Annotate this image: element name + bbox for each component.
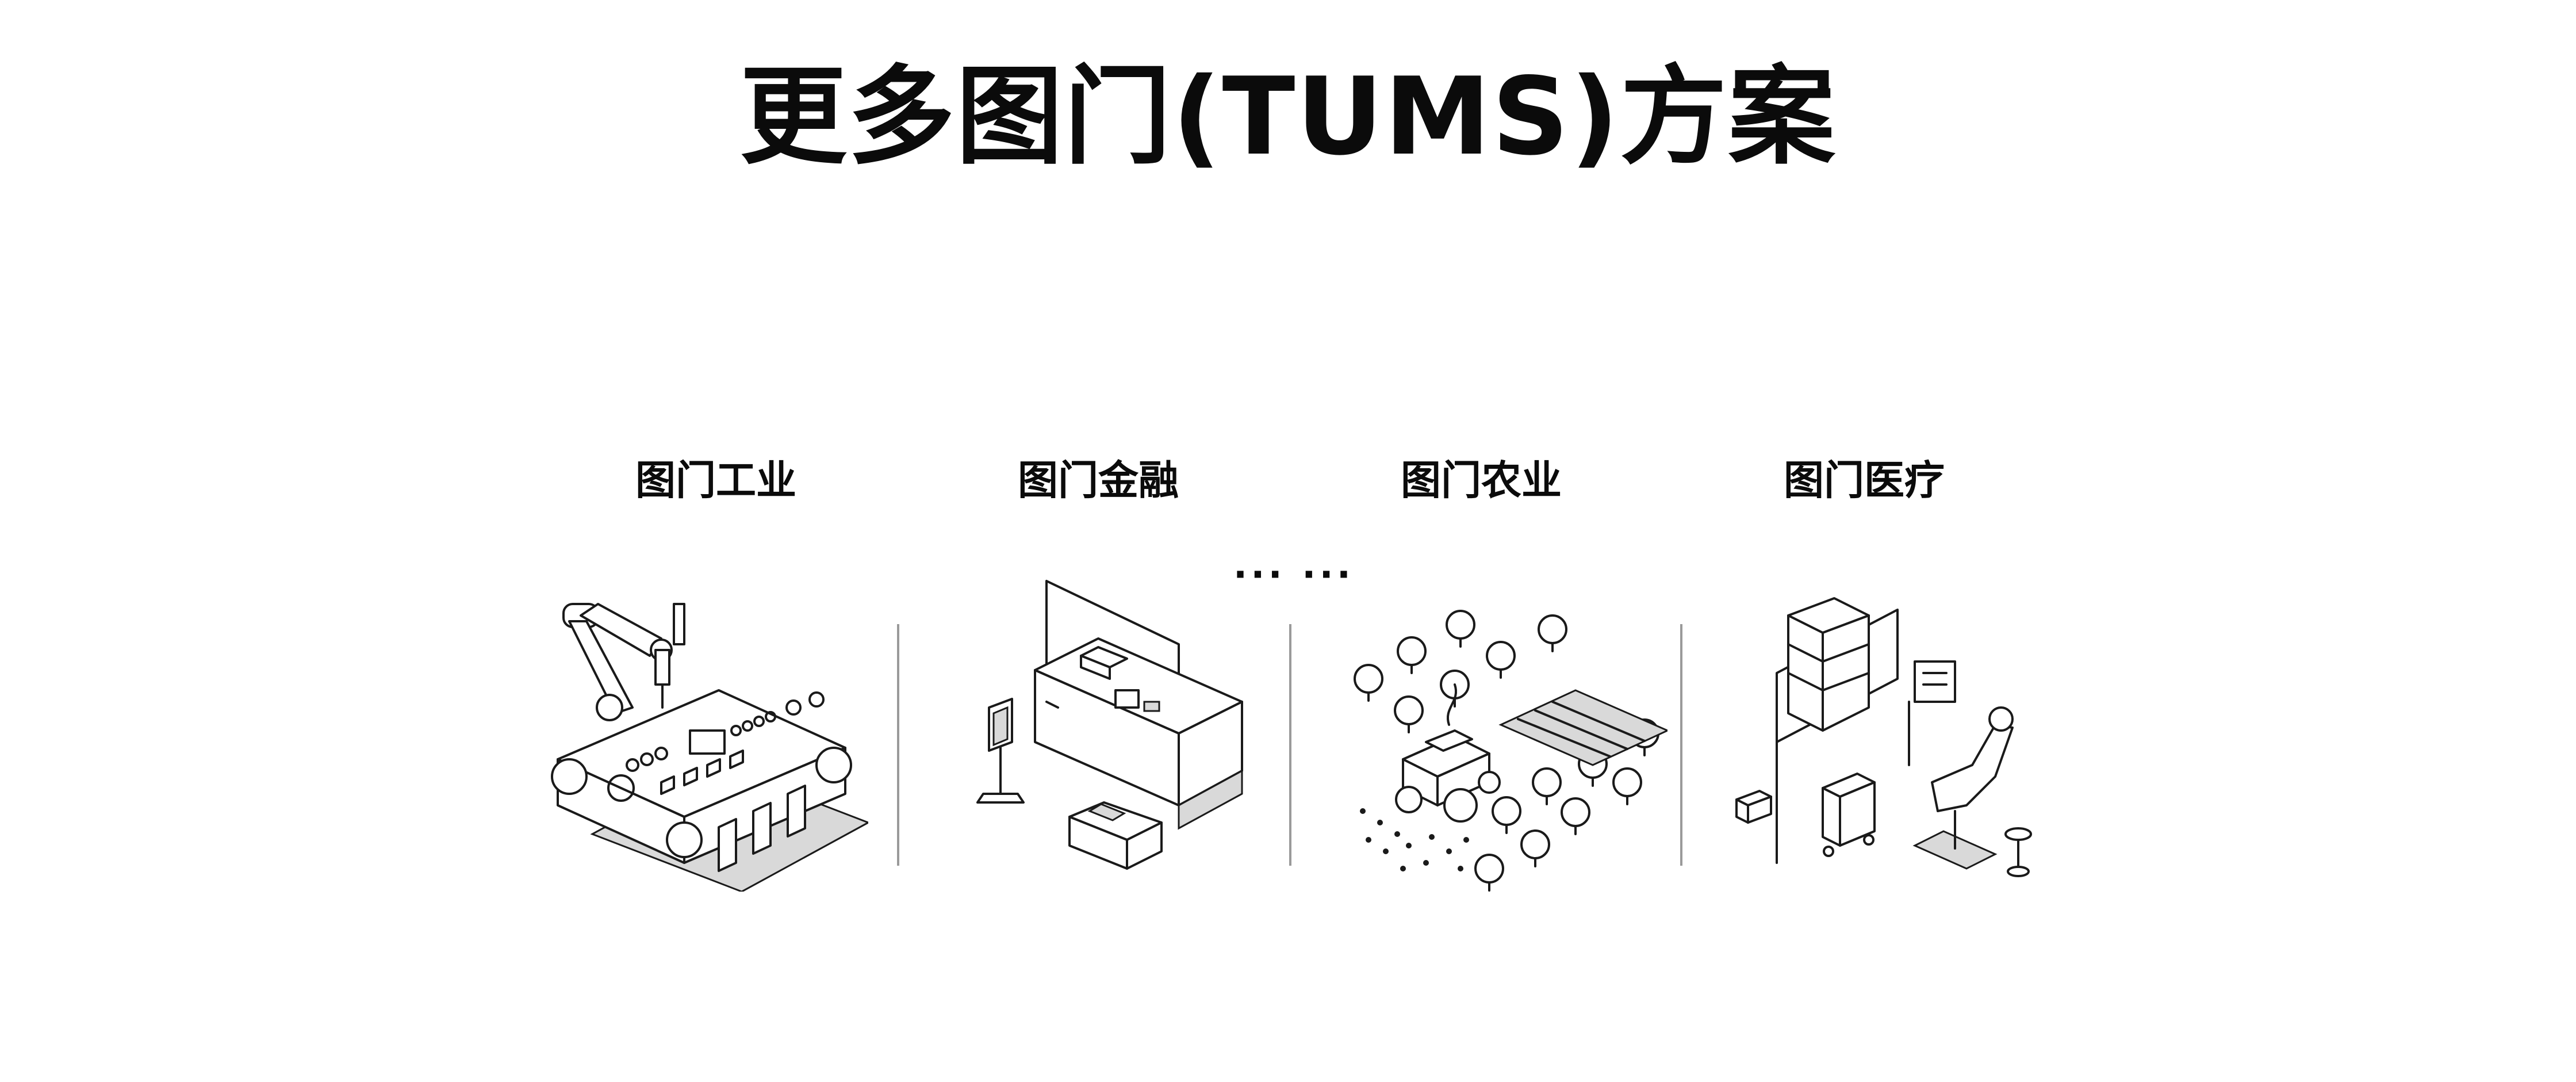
solution-label-finance[interactable]: 图门金融 bbox=[1018, 457, 1179, 504]
industry-illustration[interactable] bbox=[546, 592, 868, 892]
column-divider bbox=[1680, 624, 1682, 866]
medical-illustration[interactable] bbox=[1725, 592, 2047, 892]
solution-label-agriculture[interactable]: 图门农业 bbox=[1401, 457, 1562, 504]
dental-chair-icon bbox=[1735, 597, 2032, 877]
column-divider bbox=[897, 624, 899, 866]
agriculture-illustration[interactable] bbox=[1346, 610, 1667, 897]
column-divider bbox=[1289, 624, 1291, 866]
solution-label-medical[interactable]: 图门医疗 bbox=[1784, 457, 1945, 504]
finance-illustration[interactable] bbox=[972, 575, 1248, 874]
tractor-field-icon bbox=[1354, 610, 1667, 892]
page-title: 更多图门(TUMS)方案 bbox=[739, 54, 1837, 179]
robot-arm-conveyor-icon bbox=[551, 603, 868, 892]
solution-label-industry[interactable]: 图门工业 bbox=[635, 457, 796, 504]
bank-counter-icon bbox=[976, 580, 1243, 870]
more-indicator: ··· ··· bbox=[1233, 554, 1355, 597]
